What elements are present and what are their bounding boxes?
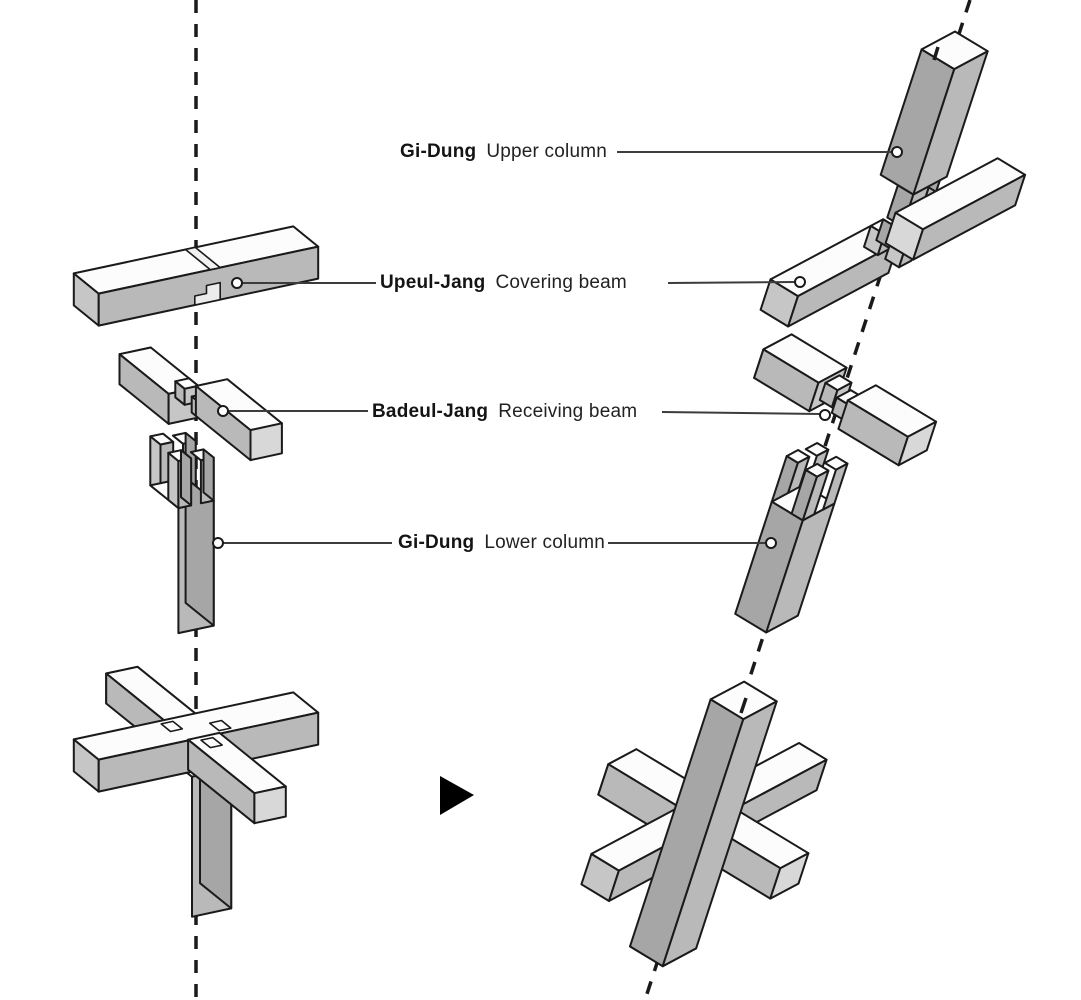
- leader-dot-covering-beam-left: [231, 277, 243, 289]
- leader-dot-lower-column-right: [765, 537, 777, 549]
- L1-joint-detail-0: [194, 281, 221, 306]
- left-lower-column: [149, 431, 215, 635]
- L3-part3-left-face: [167, 451, 180, 510]
- leader-dot-covering-beam-right: [794, 276, 806, 288]
- L4-part3-front-face: [253, 785, 287, 825]
- leader-dot-receiving-beam-left: [217, 405, 229, 417]
- R3-part3-front-face: [897, 420, 938, 467]
- right-covering-beam: [759, 157, 1027, 328]
- axis-dash-on-upper-column-top: [932, 46, 940, 61]
- L4-joint-detail-2: [200, 736, 223, 749]
- label-lower-column: Gi-Dung Lower column: [398, 532, 605, 554]
- label-upper-column-translation: Upper column: [486, 141, 608, 162]
- right-receiving-beam: [753, 333, 938, 467]
- left-receiving-beam: [118, 346, 283, 462]
- label-receiving-beam-translation: Receiving beam: [498, 401, 638, 422]
- R4-part4-front-face: [822, 462, 849, 511]
- R1-part2-front-face: [912, 50, 989, 196]
- L3-part4-right-face: [202, 448, 215, 502]
- L2-part3-front-face: [249, 422, 283, 462]
- L4-joint-detail-1: [208, 719, 232, 732]
- left-assembled-joint: [72, 665, 320, 918]
- label-lower-column-term: Gi-Dung: [398, 532, 475, 553]
- leader-covering-beam-right: [667, 281, 796, 284]
- L3-part3-right-face: [180, 449, 193, 507]
- label-upper-column-term: Gi-Dung: [400, 141, 477, 162]
- left-covering-beam: [72, 225, 320, 327]
- leader-receiving-beam-right: [661, 411, 821, 415]
- label-covering-beam: Upeul-Jang Covering beam: [380, 272, 627, 294]
- R2-part3-front-face: [912, 173, 1027, 261]
- R5-part2-front-face: [769, 852, 810, 900]
- R5-part3-front-face: [661, 700, 778, 968]
- leader-dot-upper-column: [891, 146, 903, 158]
- label-receiving-beam-term: Badeul-Jang: [372, 401, 489, 422]
- R4-part3-front-face: [801, 469, 830, 522]
- label-upper-column: Gi-Dung Upper column: [400, 141, 607, 163]
- right-assembled-joint: [580, 680, 828, 968]
- label-lower-column-translation: Lower column: [484, 532, 606, 553]
- leader-dot-receiving-beam-right: [819, 409, 831, 421]
- label-covering-beam-term: Upeul-Jang: [380, 272, 486, 293]
- leader-dot-lower-column-left: [212, 537, 224, 549]
- label-receiving-beam: Badeul-Jang Receiving beam: [372, 401, 637, 423]
- right-lower-column: [734, 442, 849, 634]
- L1-joint-detail-1: [184, 246, 221, 271]
- L4-joint-detail-0: [160, 720, 184, 733]
- label-covering-beam-translation: Covering beam: [495, 272, 627, 293]
- transform-arrow-icon: [440, 776, 474, 815]
- leader-lines: [212, 146, 903, 549]
- axis-dash-on-star-column-top: [739, 697, 748, 714]
